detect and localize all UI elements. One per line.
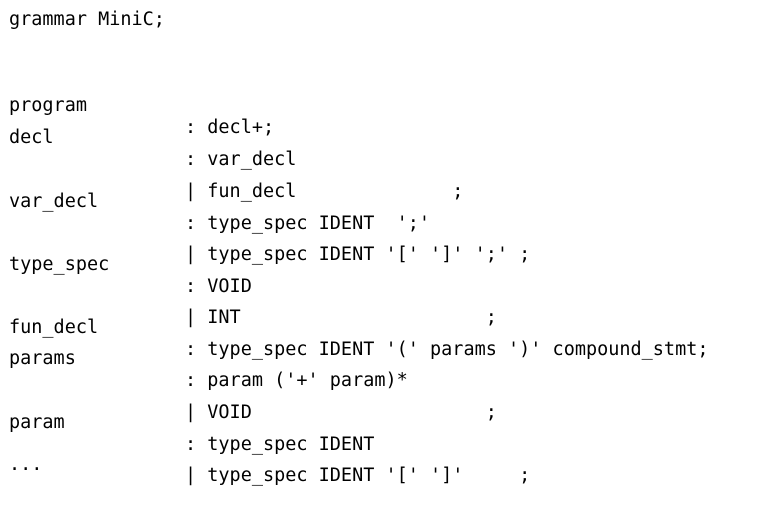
grammar-document: grammar MiniC; program : decl+; decl : v…: [0, 9, 709, 486]
ellipsis: ...: [9, 454, 43, 475]
rule-name: decl: [9, 127, 54, 148]
rule-line: decl : var_decl: [0, 105, 296, 193]
rule-name: param: [9, 412, 65, 433]
rule-rhs: | type_spec IDENT '[' ']' ;: [185, 465, 531, 486]
rule-name: type_spec: [9, 254, 110, 275]
rule-line: | VOID ;: [0, 358, 497, 446]
rule-rhs: : type_spec IDENT '(' params ')' compoun…: [185, 339, 709, 360]
rule-line: type_spec : VOID: [0, 232, 252, 320]
rule-line: | type_spec IDENT '[' ']' ';' ;: [0, 200, 530, 288]
rule-rhs: | type_spec IDENT '[' ']' ';' ;: [185, 244, 531, 265]
rule-rhs: | VOID ;: [185, 402, 497, 423]
rule-rhs: : var_decl: [185, 149, 297, 170]
rule-line: program : decl+;: [0, 73, 274, 161]
rule-rhs: : param ('+' param)*: [185, 370, 408, 391]
rule-line: fun_decl : type_spec IDENT '(' params ')…: [0, 295, 708, 383]
rule-line: var_decl : type_spec IDENT ';': [0, 169, 430, 257]
grammar-title: grammar MiniC;: [9, 9, 165, 30]
rule-name: params: [9, 348, 76, 369]
rule-rhs: : type_spec IDENT ';': [185, 213, 431, 234]
rule-line: | fun_decl ;: [0, 137, 463, 225]
rule-name: fun_decl: [9, 317, 99, 338]
rule-rhs: : decl+;: [185, 117, 275, 138]
rule-rhs: | fun_decl ;: [185, 181, 464, 202]
rule-line: | type_spec IDENT '[' ']' ;: [0, 421, 530, 509]
rule-line: params : param ('+' param)*: [0, 326, 408, 414]
rule-rhs: | INT ;: [185, 307, 497, 328]
rule-name: program: [9, 95, 87, 116]
rule-line: param : type_spec IDENT: [0, 390, 374, 478]
rule-rhs: : VOID: [185, 276, 252, 297]
rule-rhs: : type_spec IDENT: [185, 434, 375, 455]
rule-line: | INT ;: [0, 263, 497, 351]
rule-name: var_decl: [9, 191, 99, 212]
